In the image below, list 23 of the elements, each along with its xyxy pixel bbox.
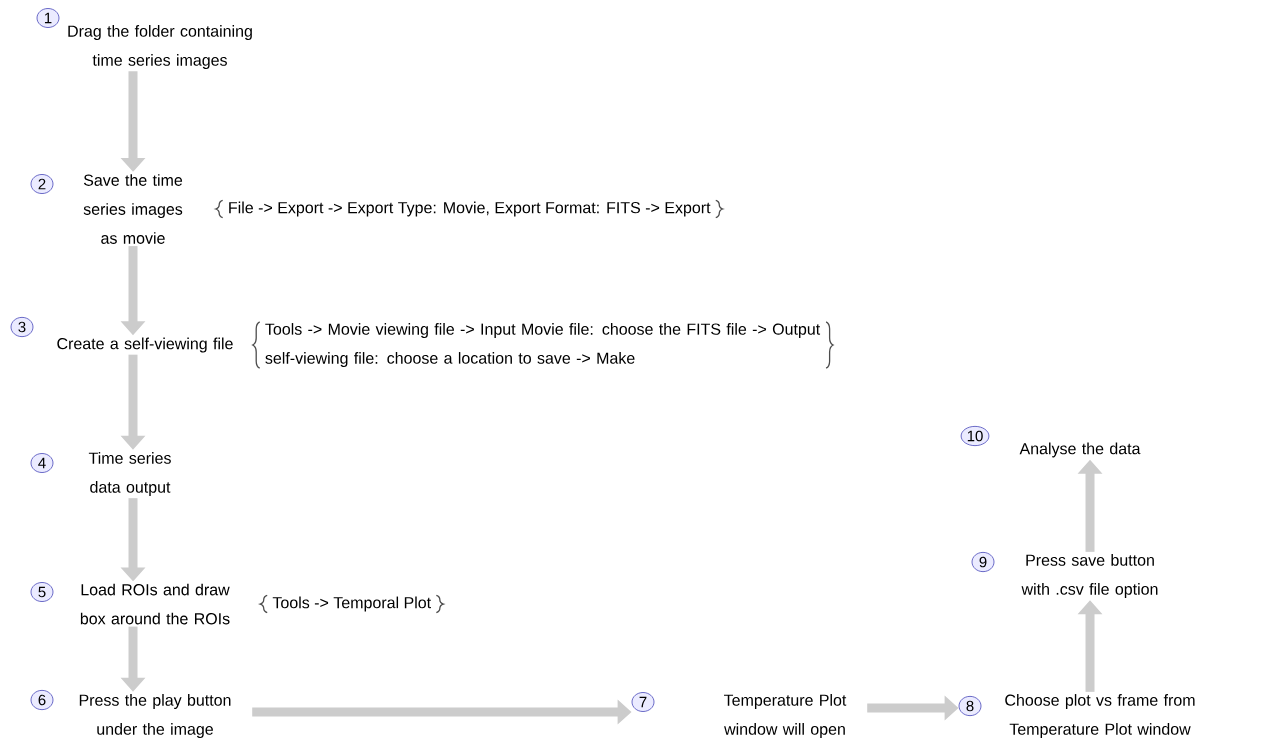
step-text: Press save button with .csv file option <box>1021 554 1158 598</box>
step-number: 9 <box>971 552 995 573</box>
step-number: 3 <box>10 317 34 338</box>
step-number: 10 <box>960 426 990 447</box>
step-text: Load ROIs and draw box around the ROIs <box>80 583 230 625</box>
step-number: 8 <box>958 696 982 717</box>
step-number: 2 <box>30 174 54 194</box>
step-number: 7 <box>631 692 655 712</box>
note-text: Tools -> Movie viewing file -> Input Movie file: choose the FITS file -> Output self-viewing file: choose a location to save -> Make <box>265 323 821 367</box>
step-text: Temperature Plot window will open <box>724 694 847 738</box>
step-number: 4 <box>30 453 54 473</box>
step-text: Create a self-viewing file <box>57 337 233 353</box>
step-text: Analyse the data <box>1019 442 1141 458</box>
step-text: Choose plot vs frame from Temperature Plot window <box>1005 694 1195 738</box>
step-text: Drag the folder containing time series images <box>68 25 252 69</box>
step-text: Press the play button under the image <box>79 694 231 738</box>
step-number: 1 <box>36 8 60 28</box>
note-text: File -> Export -> Export Type: Movie, Export Format: FITS -> Export <box>229 201 711 217</box>
note-text: Tools -> Temporal Plot <box>272 596 431 612</box>
step-text: Save the time series images as movie <box>83 174 183 244</box>
step-text: Time series data output <box>88 452 171 496</box>
step-number: 6 <box>30 690 54 711</box>
step-number: 5 <box>30 582 54 602</box>
